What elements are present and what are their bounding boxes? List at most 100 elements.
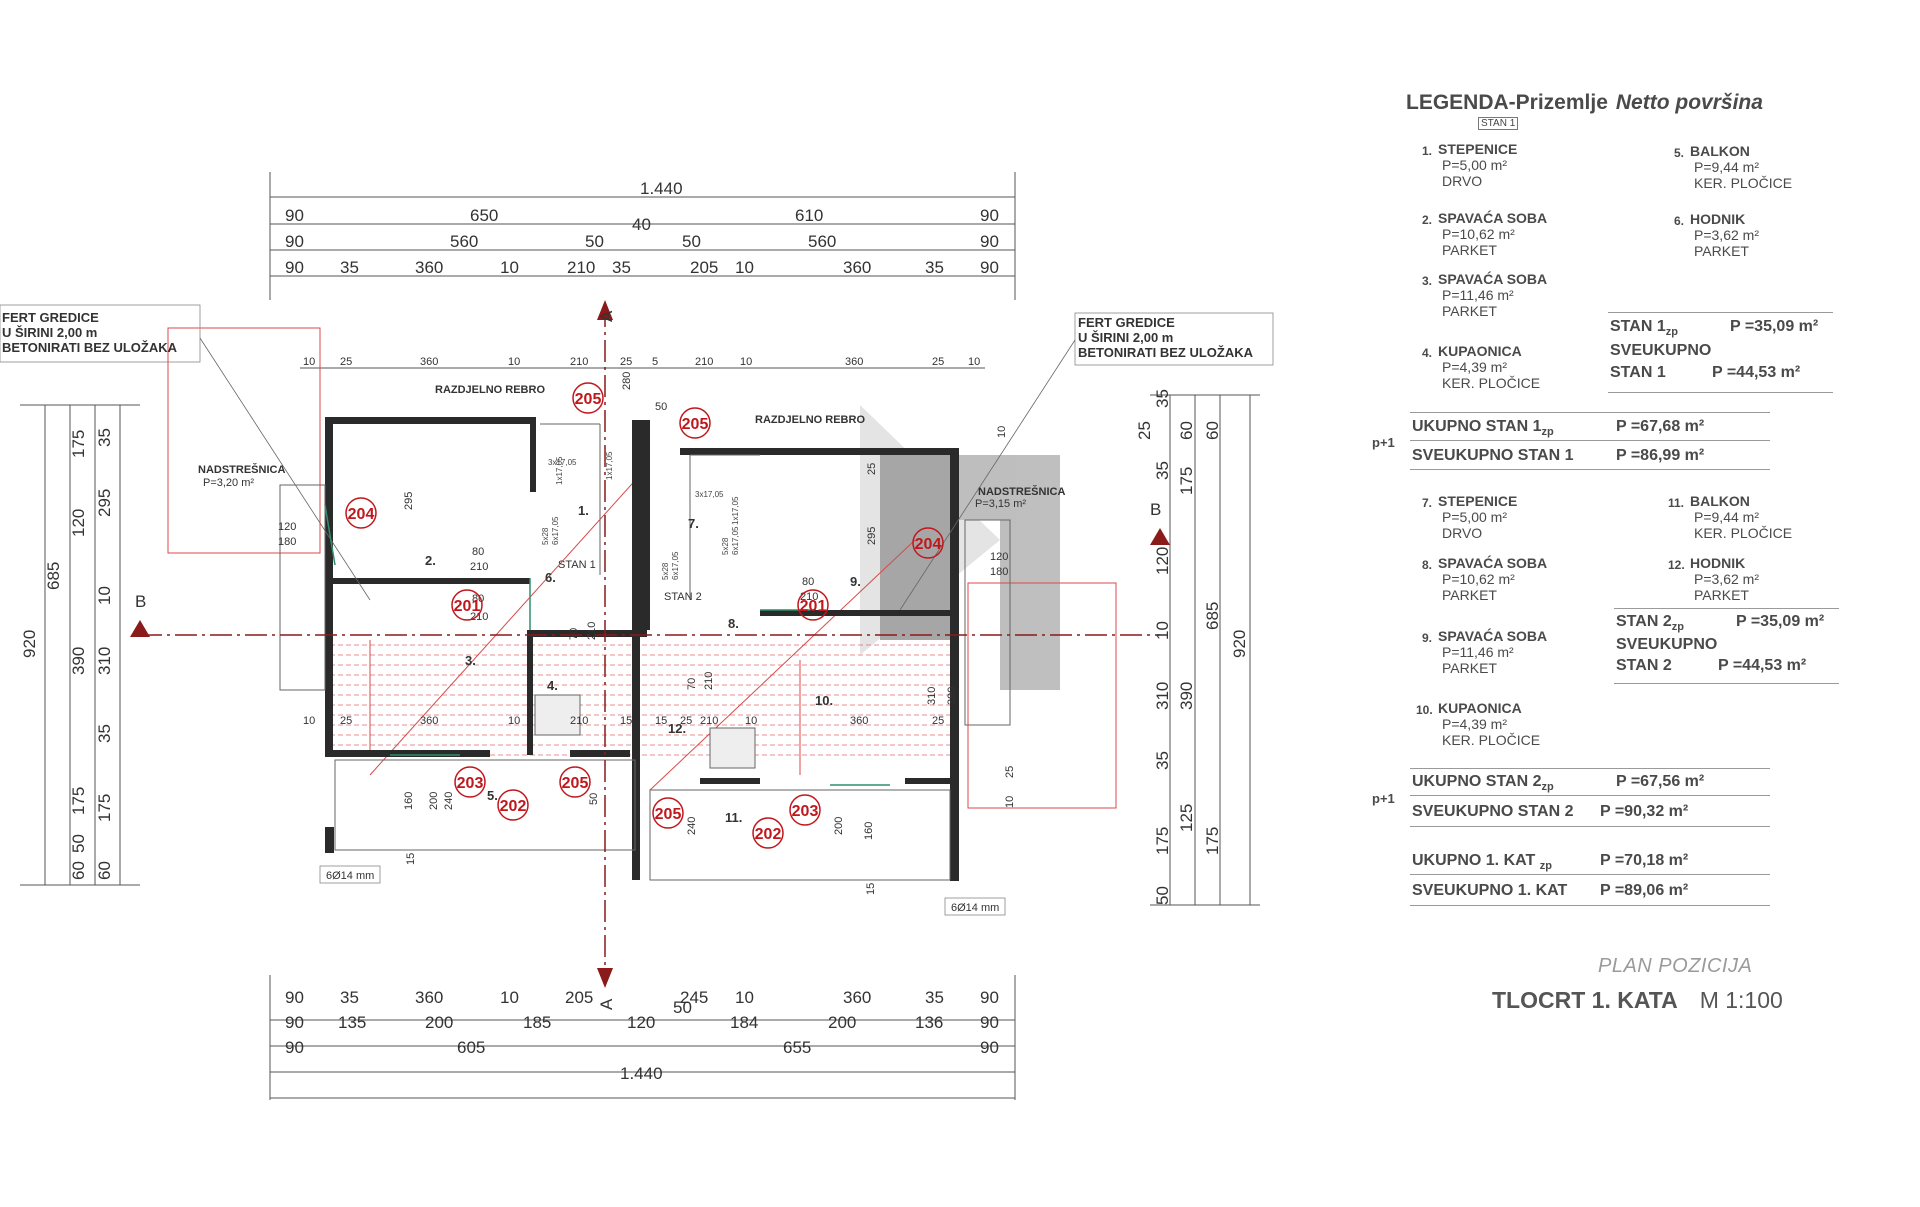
- svg-text:1x17,05: 1x17,05: [555, 456, 564, 485]
- dim: 25: [932, 356, 944, 368]
- dim: 280: [621, 372, 633, 390]
- svg-text:1x17,05: 1x17,05: [731, 496, 740, 525]
- dim: 80: [802, 576, 814, 588]
- tag-205: 205: [575, 391, 602, 408]
- dim: 10: [740, 356, 752, 368]
- stan1-zp-value: P =35,09 m²: [1730, 318, 1819, 335]
- room-7: 7.: [688, 516, 699, 531]
- tag-202: 202: [755, 826, 782, 843]
- dim: 10: [500, 258, 519, 277]
- dim: 210: [570, 356, 588, 368]
- dim: 390: [1177, 682, 1196, 710]
- dim: 240: [686, 817, 698, 835]
- room-4: 4.: [547, 678, 558, 693]
- svg-text:5x28: 5x28: [661, 562, 670, 580]
- sveukupno-kat: SVEUKUPNO 1. KAT: [1412, 882, 1568, 899]
- dim: 10: [508, 356, 520, 368]
- drawing-scale: M 1:100: [1699, 987, 1783, 1013]
- dim: 90: [980, 988, 999, 1007]
- dim: 655: [783, 1038, 811, 1057]
- dim: 240: [443, 792, 455, 810]
- section-b-left: B: [135, 592, 146, 611]
- dim: 310: [95, 647, 114, 675]
- dim: 210: [703, 672, 715, 690]
- dim: 50: [585, 232, 604, 251]
- divider: [1410, 905, 1770, 906]
- stan2-sveukupno-label: SVEUKUPNO: [1616, 636, 1718, 653]
- svg-text:1x17,05: 1x17,05: [605, 451, 614, 480]
- top-dims-row2: 90 560 50 50 560 90: [285, 232, 999, 251]
- svg-text:3x17,05: 3x17,05: [695, 490, 724, 499]
- fert-note-left: FERT GREDICE U ŠIRINI 2,00 m BETONIRATI …: [0, 304, 371, 601]
- dim: 10: [735, 258, 754, 277]
- dim: 25: [866, 463, 878, 475]
- dim: 15: [865, 883, 877, 895]
- p-plus-1: p+1: [1372, 435, 1395, 450]
- p-plus-1: p+1: [1372, 791, 1395, 806]
- stan2-sveukupno-label2: STAN 2: [1616, 657, 1672, 674]
- svg-text:5x28: 5x28: [541, 527, 550, 545]
- left-dims: 175 120 390 175 50 60 35 35 295 10 310 3…: [69, 428, 114, 880]
- legend-stan-label: STAN 1: [1478, 117, 1519, 130]
- room-10: 10.: [815, 693, 833, 708]
- dim: 360: [843, 258, 871, 277]
- dim: 50: [588, 793, 600, 805]
- window-and-balcony-lines: [279, 423, 1011, 881]
- dim: 120: [278, 521, 296, 533]
- dim: 205: [690, 258, 718, 277]
- rebar-note-right: 6Ø14 mm: [944, 897, 1006, 916]
- tag-202: 202: [500, 798, 527, 815]
- dim: 610: [795, 206, 823, 225]
- divider: [1410, 795, 1770, 796]
- section-b-right: B: [1150, 500, 1161, 519]
- dim: 390: [946, 687, 958, 705]
- divider: [1410, 469, 1770, 470]
- red-outlines: [167, 327, 1117, 809]
- dim: 10: [996, 426, 1008, 438]
- dim: 60: [1177, 421, 1196, 440]
- dim: 50: [655, 401, 667, 413]
- dim: 175: [95, 794, 114, 822]
- dim: 10: [303, 356, 315, 368]
- note-line: U ŠIRINI 2,00 m: [1078, 330, 1173, 345]
- dim: 295: [866, 527, 878, 545]
- nadstresnica-right: NADSTREŠNICA: [978, 485, 1065, 498]
- razdjelno-rebro-left: RAZDJELNO REBRO: [435, 384, 545, 396]
- dim: 360: [845, 356, 863, 368]
- dim: 15: [405, 853, 417, 865]
- dim: 35: [1153, 461, 1172, 480]
- tag-201: 201: [454, 598, 481, 615]
- watermark-logo: [860, 405, 1060, 690]
- dim: 35: [95, 724, 114, 743]
- dim: 50: [69, 834, 88, 853]
- dim: 90: [980, 1038, 999, 1057]
- dim: 200: [833, 817, 845, 835]
- dim: 120: [69, 509, 88, 537]
- svg-text:6Ø14 mm: 6Ø14 mm: [951, 902, 999, 914]
- dimension-lines: [20, 172, 1260, 1100]
- drawing-title-text: TLOCRT 1. KATA: [1492, 987, 1678, 1013]
- section-a-top: A: [597, 310, 616, 322]
- ukupno-kat-value: P =70,18 m²: [1600, 852, 1689, 869]
- dim: 60: [1203, 421, 1222, 440]
- tag-205: 205: [655, 806, 682, 823]
- top-dims-row3: 90 35 360 10 210 35 205 10 360 35 90: [285, 258, 999, 277]
- divider: [1410, 440, 1770, 441]
- dim: 360: [415, 988, 443, 1007]
- dim: 25: [1135, 421, 1154, 440]
- sveukupno-stan1-value: P =86,99 m²: [1616, 447, 1705, 464]
- inner-dims-top: 10 25 360 10 210 25 5 210 10 360 25 10: [303, 356, 980, 368]
- bottom-dims-row3: 90 605 655 90: [285, 1038, 999, 1057]
- dim: 210: [586, 622, 598, 640]
- dim: 200: [828, 1013, 856, 1032]
- dim: 560: [450, 232, 478, 251]
- dim: 310: [926, 687, 938, 705]
- dim: 25: [620, 356, 632, 368]
